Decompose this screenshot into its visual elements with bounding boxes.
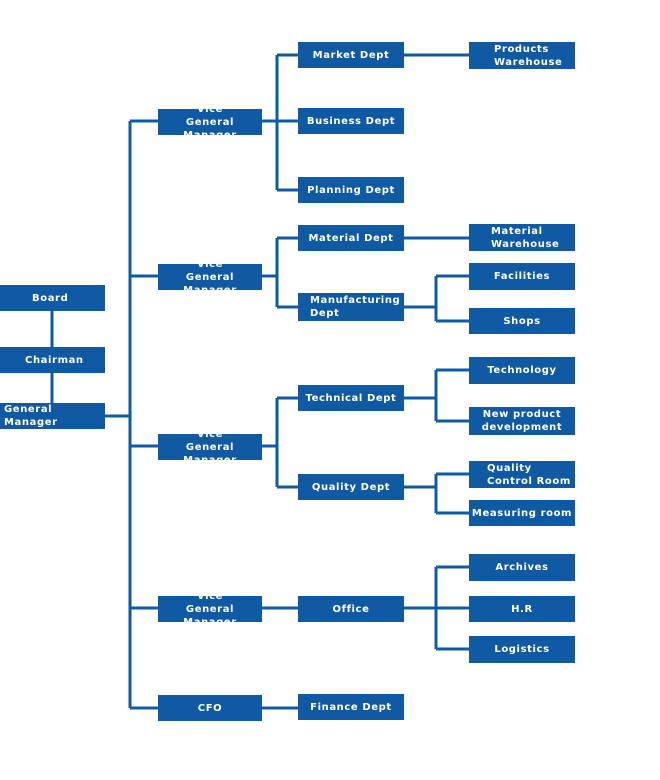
- node-cfo-label: CFO: [197, 702, 223, 714]
- node-measuring-room-label: Measuring room: [471, 507, 573, 519]
- node-manufacturing-line2: Dept: [310, 308, 340, 319]
- node-archives-label: Archives: [495, 562, 549, 573]
- node-market-dept-label: Market Dept: [312, 49, 390, 61]
- node-quality-control-room: Quality Control Room: [469, 461, 575, 488]
- node-products-warehouse: Products Warehouse: [469, 42, 575, 69]
- node-hr: H.R: [469, 596, 575, 622]
- node-finance-dept-label: Finance Dept: [310, 701, 392, 713]
- node-products-warehouse-line2: Warehouse: [494, 56, 563, 68]
- node-material-warehouse-line2: Warehouse: [491, 238, 560, 250]
- node-logistics: Logistics: [469, 636, 575, 663]
- node-market-dept: Market Dept: [298, 42, 404, 68]
- node-facilities: Facilities: [469, 263, 575, 290]
- node-board-label: Board: [32, 292, 69, 304]
- node-business-dept-label: Business Dept: [306, 115, 396, 127]
- node-new-product-development: New product development: [469, 407, 575, 435]
- node-general-manager-label: General Manager: [4, 404, 58, 428]
- node-vgm2-line1: Vice: [196, 258, 224, 270]
- node-qc-room-line2: Control Room: [487, 475, 571, 487]
- node-products-warehouse-line1: Products: [494, 43, 549, 55]
- node-general-manager: General Manager: [0, 403, 105, 429]
- node-technology-label: Technology: [487, 365, 557, 376]
- node-material-warehouse: Material Warehouse: [469, 224, 575, 251]
- node-technical-dept: Technical Dept: [298, 385, 404, 411]
- node-business-dept: Business Dept: [298, 108, 404, 134]
- node-logistics-label: Logistics: [494, 644, 550, 655]
- node-manufacturing-dept: Manufacturing Dept: [298, 293, 404, 321]
- node-measuring-room: Measuring room: [469, 500, 575, 526]
- node-finance-dept: Finance Dept: [298, 694, 404, 720]
- node-material-dept-label: Material Dept: [308, 232, 394, 244]
- node-technology: Technology: [469, 357, 575, 384]
- node-quality-dept: Quality Dept: [298, 474, 404, 500]
- node-vgm4-line2: General Manager: [183, 603, 237, 628]
- node-hr-label: H.R: [511, 603, 533, 615]
- node-shops-label: Shops: [503, 315, 541, 327]
- node-technical-dept-label: Technical Dept: [305, 392, 397, 404]
- node-vgm2-line2: General Manager: [183, 271, 237, 296]
- node-vgm1-line1: Vice: [196, 103, 224, 115]
- node-material-warehouse-line1: Material: [491, 225, 543, 237]
- node-board: Board: [0, 285, 105, 311]
- node-qc-room-line1: Quality: [487, 462, 532, 474]
- node-chairman: Chairman: [0, 347, 105, 373]
- node-planning-dept-label: Planning Dept: [307, 184, 395, 196]
- node-vgm3-line2: General Manager: [183, 441, 237, 466]
- node-new-product-line2: development: [481, 422, 563, 433]
- node-office: Office: [298, 596, 404, 622]
- node-material-dept: Material Dept: [298, 225, 404, 251]
- node-archives: Archives: [469, 554, 575, 581]
- node-vgm3: Vice General Manager: [158, 429, 262, 466]
- node-facilities-label: Facilities: [493, 271, 551, 282]
- node-cfo: CFO: [158, 695, 262, 721]
- node-vgm3-line1: Vice: [196, 428, 224, 440]
- node-planning-dept: Planning Dept: [298, 177, 404, 203]
- node-office-label: Office: [332, 603, 370, 615]
- node-chairman-label: Chairman: [25, 354, 84, 366]
- node-vgm1: Vice General Manager: [158, 104, 262, 141]
- node-shops: Shops: [469, 308, 575, 334]
- node-manufacturing-line1: Manufacturing: [310, 295, 401, 306]
- node-quality-dept-label: Quality Dept: [311, 481, 391, 493]
- node-new-product-line1: New product: [482, 409, 562, 420]
- node-vgm4-line1: Vice: [196, 590, 224, 602]
- node-vgm2: Vice General Manager: [158, 259, 262, 296]
- node-vgm1-line2: General Manager: [183, 116, 237, 141]
- node-vgm4: Vice General Manager: [158, 591, 262, 628]
